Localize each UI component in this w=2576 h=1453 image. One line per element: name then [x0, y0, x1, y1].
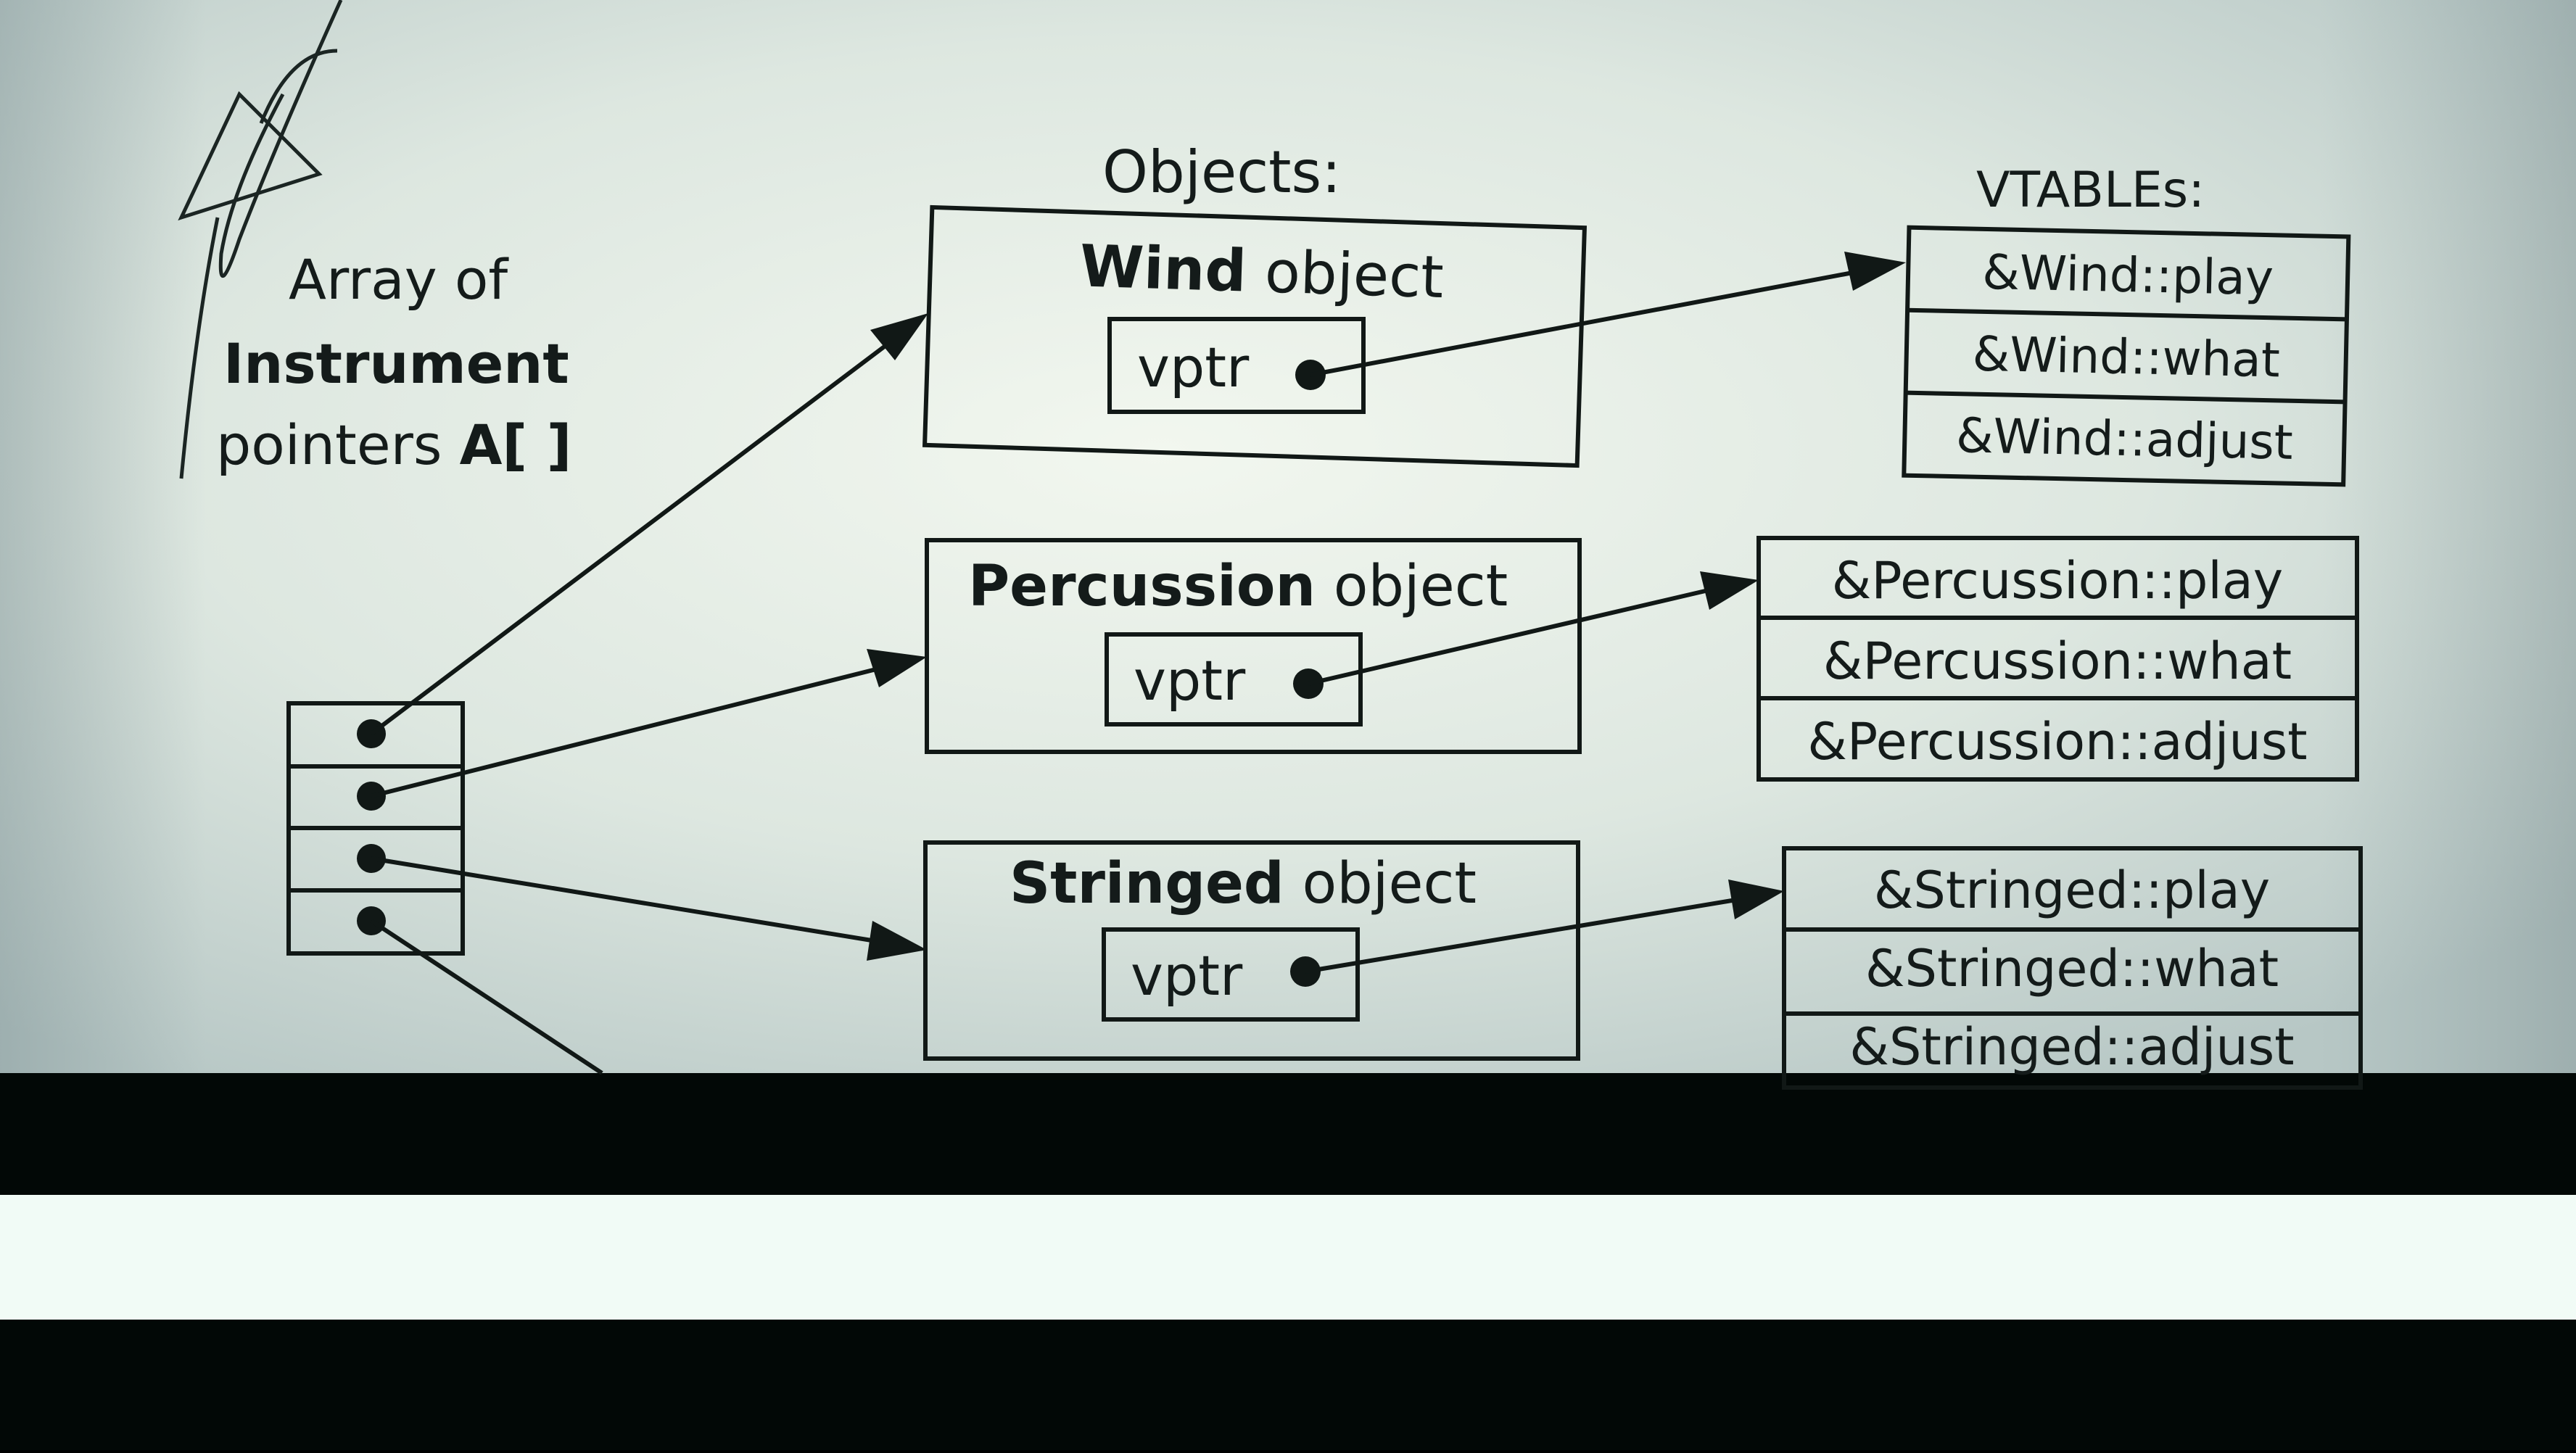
- arrow-to-stringed-object: [371, 856, 886, 945]
- arrowhead: [867, 921, 927, 961]
- arrow-stringed-vptr-to-vtable: [1305, 897, 1741, 974]
- percussion-vtable: &Percussion::play &Percussion::what &Per…: [1756, 536, 2359, 782]
- arrow-offscreen: [370, 919, 603, 1075]
- wind-object-box: [922, 204, 1588, 468]
- arrow-to-wind-object: [370, 339, 893, 736]
- objects-heading: Objects:: [1102, 138, 1341, 206]
- arrowhead: [870, 313, 928, 360]
- stringed-object-suffix: object: [1284, 851, 1477, 916]
- vtables-heading: VTABLEs:: [1976, 162, 2205, 219]
- stringed-object: Stringed object vptr: [923, 840, 1580, 1061]
- percussion-vtable-entry-what: &Percussion::what: [1823, 632, 2292, 691]
- light-band: [0, 1195, 2576, 1320]
- pen-scribble: [178, 0, 343, 479]
- percussion-object: Percussion object vptr: [925, 538, 1582, 754]
- array-label-line2: Instrument: [223, 331, 569, 396]
- stringed-vtable: &Stringed::play &Stringed::what &Stringe…: [1782, 846, 2363, 1090]
- stringed-vptr-box: [1102, 927, 1360, 1022]
- wind-object-label: Wind object: [1078, 232, 1445, 311]
- arrowhead: [1728, 879, 1784, 919]
- percussion-object-suffix: object: [1316, 554, 1508, 619]
- stringed-object-label: Stringed object: [1010, 851, 1477, 916]
- wind-object-name: Wind: [1078, 232, 1247, 305]
- wind-vtable-entry-adjust: &Wind::adjust: [1955, 407, 2293, 471]
- wind-object-suffix: object: [1245, 238, 1445, 311]
- array-label-line3-prefix: pointers: [216, 413, 460, 477]
- percussion-object-name: Percussion: [968, 554, 1316, 619]
- arrow-wind-vptr-to-vtable: [1310, 270, 1857, 377]
- arrowhead: [1700, 571, 1759, 610]
- dark-band-upper: [0, 1073, 2576, 1195]
- percussion-vptr-label: vptr: [1134, 648, 1246, 713]
- array-label-line3: pointers A[ ]: [216, 413, 571, 477]
- stringed-vptr-label: vptr: [1131, 943, 1243, 1008]
- wind-vtable-entry-play: &Wind::play: [1982, 244, 2274, 306]
- percussion-vtable-entry-play: &Percussion::play: [1832, 551, 2283, 610]
- vtable-divider: [1907, 307, 2348, 322]
- percussion-vptr-box: [1105, 632, 1363, 726]
- percussion-object-box: [925, 538, 1582, 754]
- array-label: Array of Instrument pointers A[ ]: [216, 247, 571, 477]
- wind-vtable-entry-what: &Wind::what: [1972, 326, 2280, 389]
- vptr-to-vtable-arrows: [1305, 252, 1906, 974]
- stringed-vtable-entry-what: &Stringed::what: [1865, 939, 2279, 998]
- stringed-vtable-box: [1782, 846, 2363, 1090]
- wind-object: Wind object vptr: [922, 204, 1588, 468]
- stringed-vtable-entry-play: &Stringed::play: [1874, 861, 2270, 920]
- arrowhead: [867, 649, 927, 687]
- arrow-percussion-vptr-to-vtable: [1308, 587, 1712, 686]
- array-label-line1: Array of: [289, 247, 509, 312]
- vtable-divider: [1905, 390, 2345, 405]
- array-label-line3-bold: A[ ]: [460, 413, 572, 477]
- stringed-vtable-entry-adjust: &Stringed::adjust: [1849, 1017, 2294, 1077]
- wind-vtable: &Wind::play &Wind::what &Wind::adjust: [1902, 225, 2351, 487]
- stringed-object-box: [923, 840, 1580, 1061]
- stringed-object-name: Stringed: [1010, 851, 1284, 916]
- percussion-vtable-entry-adjust: &Percussion::adjust: [1807, 712, 2307, 771]
- arrow-to-percussion-object: [371, 665, 886, 798]
- array-to-object-arrows: [370, 313, 928, 1075]
- wind-vtable-box: [1902, 225, 2351, 487]
- wind-vptr-label: vptr: [1137, 335, 1250, 400]
- percussion-object-label: Percussion object: [968, 554, 1508, 619]
- arrowhead: [1844, 252, 1906, 291]
- percussion-vtable-box: [1756, 536, 2359, 782]
- dark-band-lower: [0, 1320, 2576, 1450]
